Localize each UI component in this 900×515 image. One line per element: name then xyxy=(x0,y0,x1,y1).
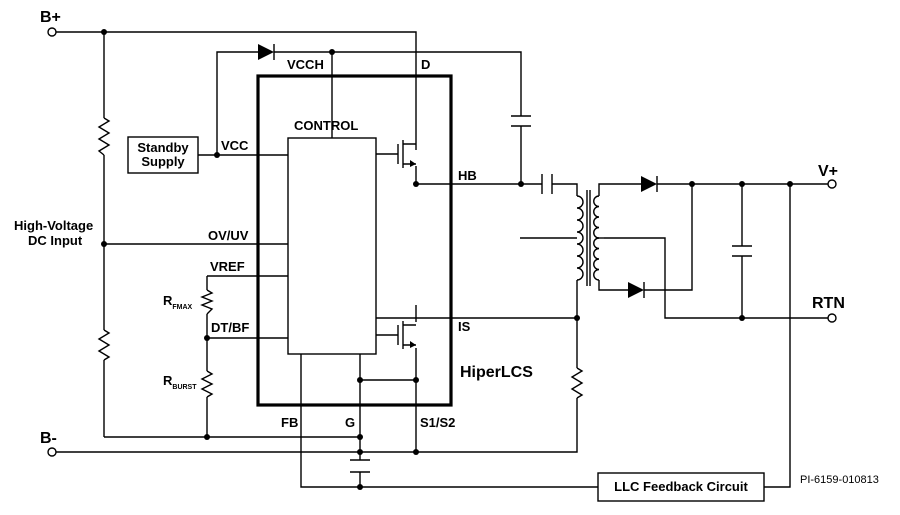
resistor-rburst xyxy=(200,370,214,398)
transformer-primary xyxy=(576,195,584,281)
label-rburst-main: R xyxy=(163,373,173,388)
diode-vcch xyxy=(258,44,275,60)
control-block xyxy=(287,137,377,355)
terminal-b-minus xyxy=(47,447,57,457)
diode-output-upper xyxy=(641,176,658,192)
pin-s1s2: S1/S2 xyxy=(420,415,455,430)
transformer-secondary-upper xyxy=(593,195,600,239)
pin-vcc: VCC xyxy=(221,138,249,153)
resistor-current-sense xyxy=(570,367,584,399)
pin-is: IS xyxy=(458,319,471,334)
terminal-v-plus xyxy=(827,179,837,189)
label-input-line2: DC Input xyxy=(28,233,83,248)
pin-hb: HB xyxy=(458,168,477,183)
label-standby-line1: Standby xyxy=(137,140,189,155)
resistor-lower-divider xyxy=(97,329,111,361)
resistor-rfmax xyxy=(200,289,214,315)
pin-vcch: VCCH xyxy=(287,57,324,72)
label-b-minus: B- xyxy=(40,430,57,447)
capacitor-bootstrap xyxy=(511,115,531,127)
label-rburst-sub: BURST xyxy=(172,384,197,391)
pin-dtbf: DT/BF xyxy=(211,320,249,335)
label-rfmax-sub: FMAX xyxy=(172,304,192,311)
label-rfmax-main: R xyxy=(163,293,173,308)
terminal-b-plus xyxy=(47,27,57,37)
transformer xyxy=(576,190,604,286)
pin-d: D xyxy=(421,57,430,72)
standby-supply-box xyxy=(127,136,199,174)
junctions xyxy=(101,29,793,490)
capacitor-fb xyxy=(350,459,370,473)
capacitor-output xyxy=(732,245,752,257)
label-control: CONTROL xyxy=(294,118,358,133)
llc-feedback-box xyxy=(597,472,765,502)
label-standby-line2: Supply xyxy=(141,154,185,169)
label-part-number: PI-6159-010813 xyxy=(800,474,879,486)
label-input-line1: High-Voltage xyxy=(14,218,93,233)
low-side-mosfet xyxy=(397,321,416,349)
label-v-plus: V+ xyxy=(818,163,838,180)
pin-fb: FB xyxy=(281,415,298,430)
high-side-mosfet xyxy=(397,140,416,168)
wires xyxy=(56,31,828,488)
diode-output-lower xyxy=(628,282,645,298)
pin-g: G xyxy=(345,415,355,430)
label-rburst: RBURST xyxy=(163,373,197,391)
capacitor-resonant xyxy=(541,174,553,194)
terminal-rtn xyxy=(827,313,837,323)
label-ic-name: HiperLCS xyxy=(460,364,533,381)
pin-ovuv: OV/UV xyxy=(208,228,249,243)
transformer-secondary-lower xyxy=(593,237,600,281)
label-b-plus: B+ xyxy=(40,9,61,26)
label-rfmax: RFMAX xyxy=(163,293,193,311)
label-feedback: LLC Feedback Circuit xyxy=(614,479,748,494)
pin-vref: VREF xyxy=(210,259,245,274)
label-rtn: RTN xyxy=(812,295,845,312)
hiperlcs-boundary xyxy=(256,74,453,407)
resistor-upper-divider xyxy=(97,117,111,156)
